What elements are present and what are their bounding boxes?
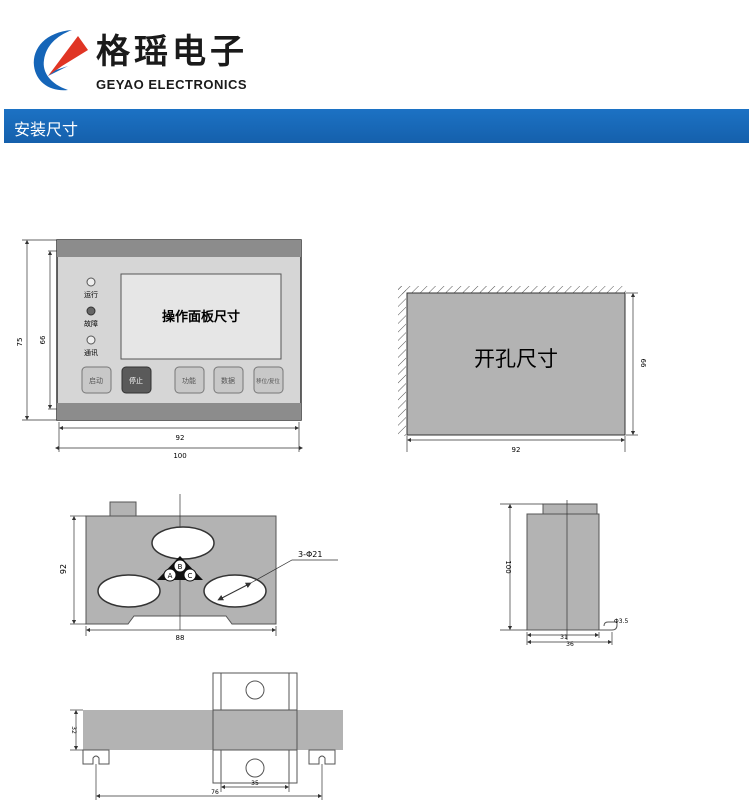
bottom-view: 32 35 76 [70,672,343,800]
hole-leader-line [248,559,338,585]
screen-label: 操作面板尺寸 [162,309,240,325]
data-button [213,366,244,394]
front-width-outer-dim: 100 [173,452,186,460]
side-view-mount-tab [599,621,618,631]
company-logo: 格瑶电子 GEYAO ELECTRONICS [28,20,278,100]
logo-english-name: GEYAO ELECTRONICS [96,77,248,92]
front-panel-view: 操作面板尺寸 运行 故障 通讯 启动 停止 功能 数据 移位/复位 75 [16,239,304,460]
bottom-view-width-inner-dim: 35 [251,780,259,787]
led-run-icon [86,277,96,287]
bottom-view-left-foot [82,749,110,765]
phase-a-label: A [168,572,173,580]
cutout-height-dim: 66 [639,359,647,368]
top-view-terminal [109,501,137,517]
start-button-label: 启动 [89,376,103,385]
side-view-height-dim: 100 [504,560,512,573]
front-height-outer-dim: 75 [16,338,24,347]
hole-diameter-label: 3-Φ21 [298,550,322,559]
bottom-view-width-outer-dim: 76 [211,789,219,796]
logo-chinese-name: 格瑶电子 [96,32,248,72]
bottom-view-bracket-overlap [212,709,298,751]
top-view-width-dim: 88 [176,634,185,642]
shift-reset-button-label: 移位/复位 [256,377,280,385]
phase-c-label: C [188,572,193,580]
bottom-view-right-foot [308,749,336,765]
hole-diameter-arrow [217,582,252,601]
phase-hole-a [97,574,161,608]
shift-reset-button [253,366,284,394]
cutout-label: 开孔尺寸 [474,347,558,371]
front-panel-bottom-strip [57,403,301,420]
panel-screen [120,273,282,360]
phase-hole-b [151,526,215,560]
led-comm-label: 通讯 [84,348,98,357]
side-view-terminal [542,503,598,515]
led-comm-icon [86,335,96,345]
side-view: 100 31 36 Φ3.5 [500,500,628,648]
side-view-width-outer-dim: 36 [566,641,574,648]
bottom-view-height-dim: 32 [70,726,77,734]
top-view: B A C 3-Φ21 92 88 [59,494,338,642]
led-fault-label: 故障 [84,319,98,328]
phase-a-marker [163,568,177,582]
stop-button-label: 停止 [129,376,143,385]
section-header-bar: 安装尺寸 [4,109,749,143]
section-title: 安装尺寸 [14,120,79,139]
cutout-width-dim: 92 [512,446,521,454]
front-panel-top-strip [57,240,301,257]
front-height-inner-dim: 66 [39,335,47,344]
side-view-width-inner-dim: 31 [560,634,568,641]
cutout-hatch-left [398,286,406,436]
start-button [81,366,112,394]
phase-b-marker [173,559,187,573]
side-view-body [526,513,600,631]
cutout-view: 开孔尺寸 66 92 [398,286,647,454]
logo-mark-icon [33,30,88,91]
cutout-hatch-top [398,286,626,294]
phase-c-marker [183,568,197,582]
led-run-label: 运行 [84,290,98,299]
phase-b-label: B [178,563,183,571]
data-button-label: 数据 [221,376,235,385]
side-view-hole-label: Φ3.5 [614,618,628,625]
function-button-label: 功能 [182,376,196,385]
bracket-top-hole-icon [245,680,265,700]
led-fault-icon [86,306,96,316]
stop-button [121,366,152,394]
function-button [174,366,205,394]
cutout-area [406,292,626,436]
top-view-height-dim: 92 [59,564,68,574]
bracket-bottom-hole-icon [245,758,265,778]
front-width-inner-dim: 92 [176,434,185,442]
